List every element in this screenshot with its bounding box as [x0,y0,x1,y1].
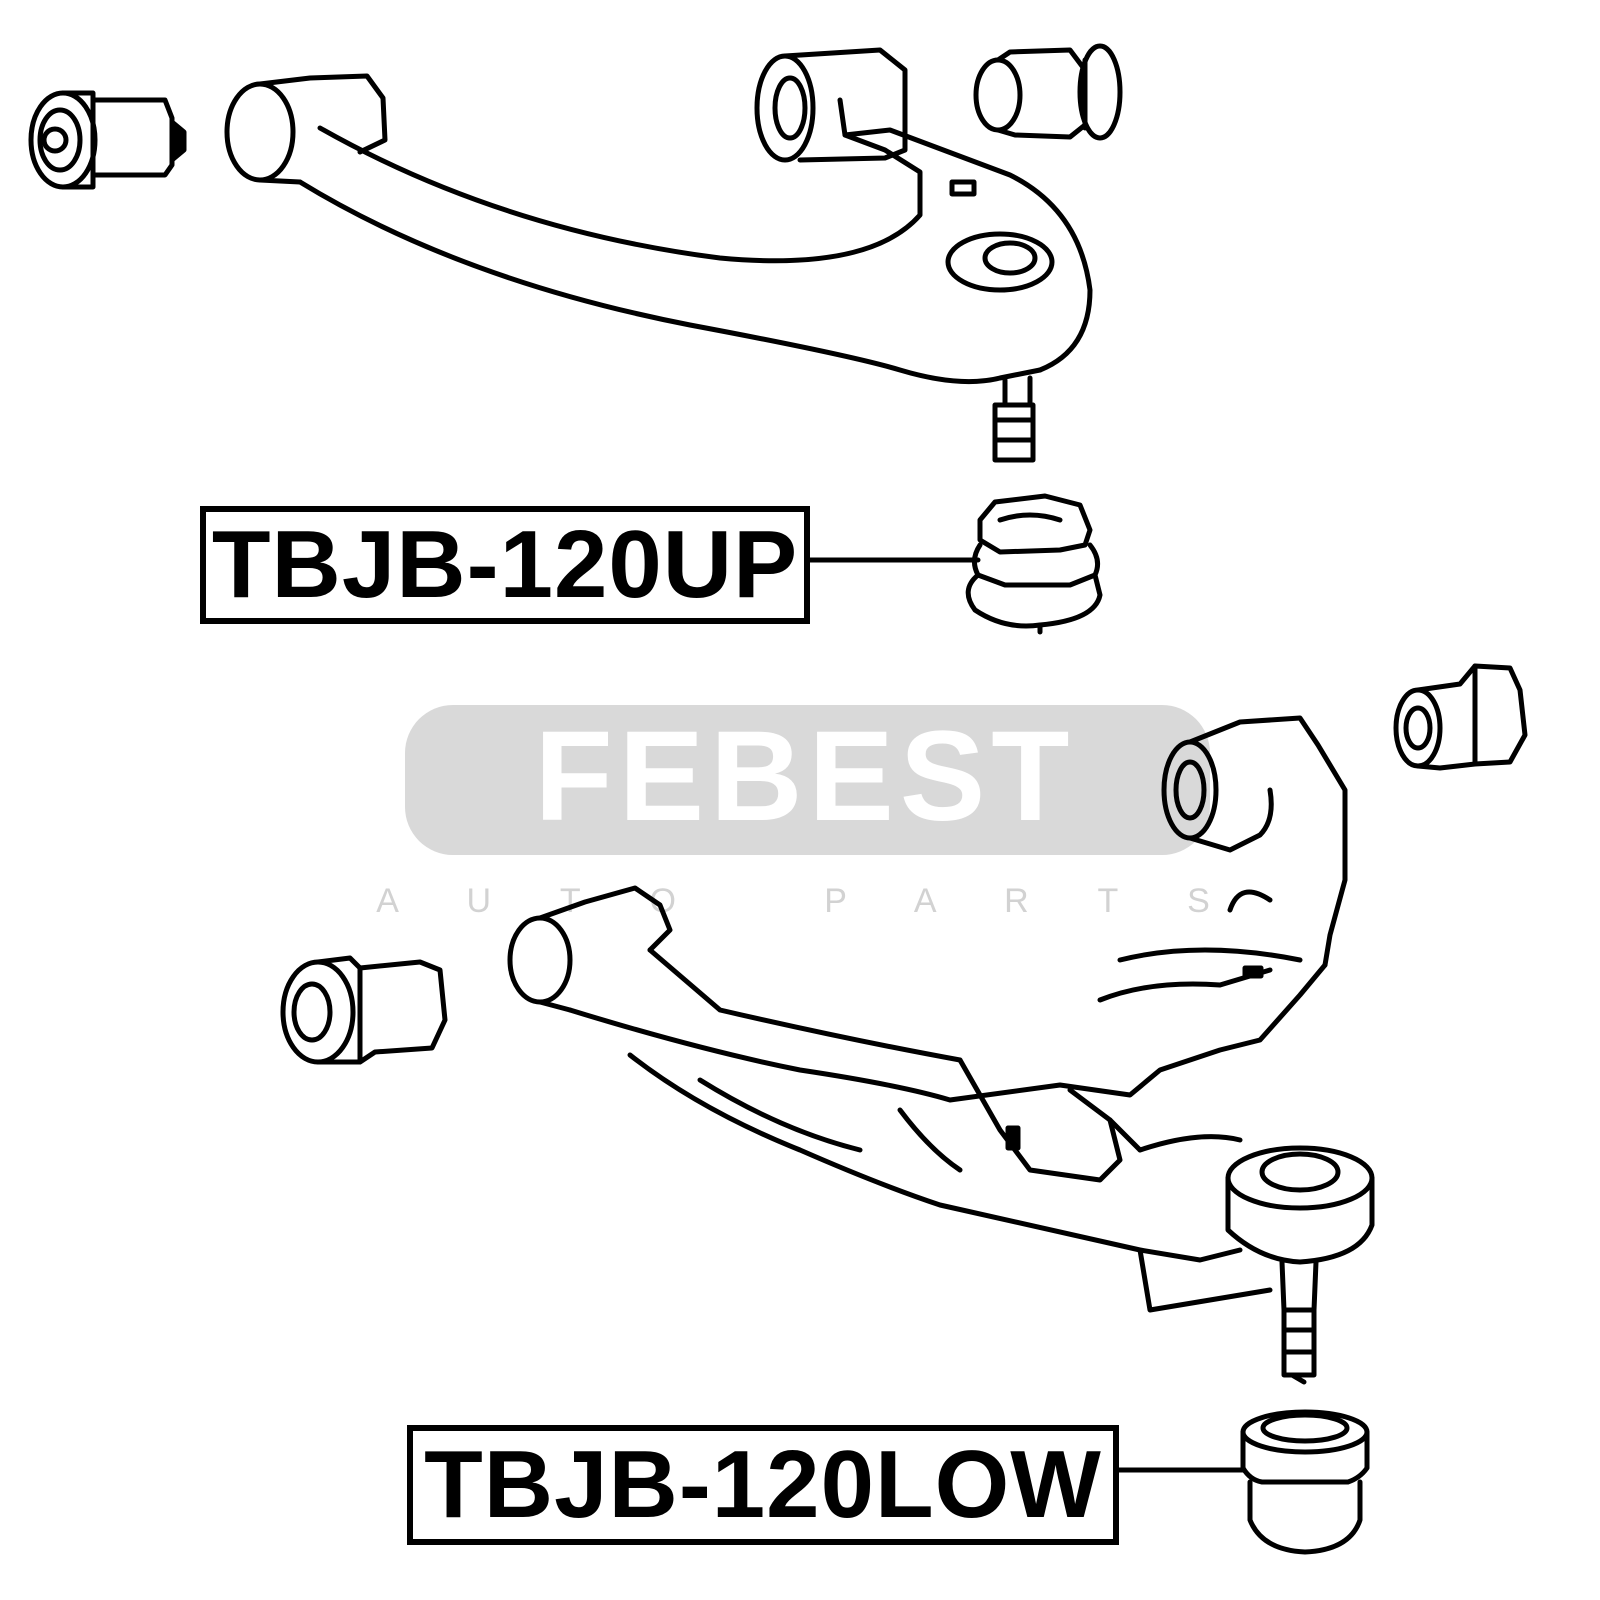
upper-left-bushing [28,90,187,190]
upper-right-bushing [973,43,1123,141]
lower-right-bushing [1393,663,1528,771]
upper-part-number-label: TBJB-120UP [200,506,810,624]
watermark-badge [405,705,1210,855]
watermark-tagline: A U T O P A R T S [376,882,1240,920]
lower-control-arm [507,715,1375,1385]
upper-control-arm [224,47,1093,463]
lower-left-bushing [280,955,448,1065]
watermark: FEBEST A U T O P A R T S [376,705,1240,920]
lower-ball-joint [1240,1409,1370,1555]
lower-part-number-label: TBJB-120LOW [407,1425,1119,1545]
upper-ball-joint [965,493,1103,635]
watermark-brand: FEBEST [535,705,1076,848]
